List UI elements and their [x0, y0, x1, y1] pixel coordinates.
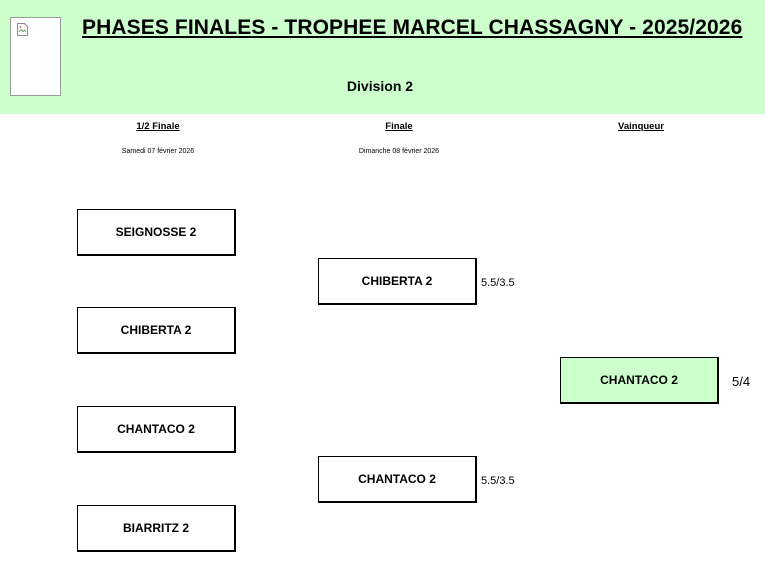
semi-team-box: SEIGNOSSE 2	[77, 209, 236, 256]
semis-date: Samedi 07 février 2026	[121, 148, 195, 155]
final-date: Dimanche 08 février 2026	[358, 148, 440, 155]
winner-heading: Vainqueur	[618, 121, 664, 132]
broken-image-icon	[17, 23, 28, 36]
page-title: PHASES FINALES - TROPHEE MARCEL CHASSAGN…	[82, 16, 743, 39]
header-banner: PHASES FINALES - TROPHEE MARCEL CHASSAGN…	[0, 0, 765, 114]
semis-heading: 1/2 Finale	[136, 121, 180, 132]
semi-team-box: CHIBERTA 2	[77, 307, 236, 354]
champion-team-box: CHANTACO 2	[560, 357, 719, 404]
finalist-team-box: CHANTACO 2	[318, 456, 477, 503]
semi-score: 5.5/3.5	[481, 475, 515, 487]
semi-team-box: BIARRITZ 2	[77, 505, 236, 552]
logo-placeholder	[10, 17, 61, 96]
final-heading: Finale	[385, 121, 413, 132]
finalist-team-box: CHIBERTA 2	[318, 258, 477, 305]
final-score: 5/4	[732, 374, 751, 389]
semi-team-box: CHANTACO 2	[77, 406, 236, 453]
division-label: Division 2	[346, 78, 414, 94]
semi-score: 5.5/3.5	[481, 277, 515, 289]
